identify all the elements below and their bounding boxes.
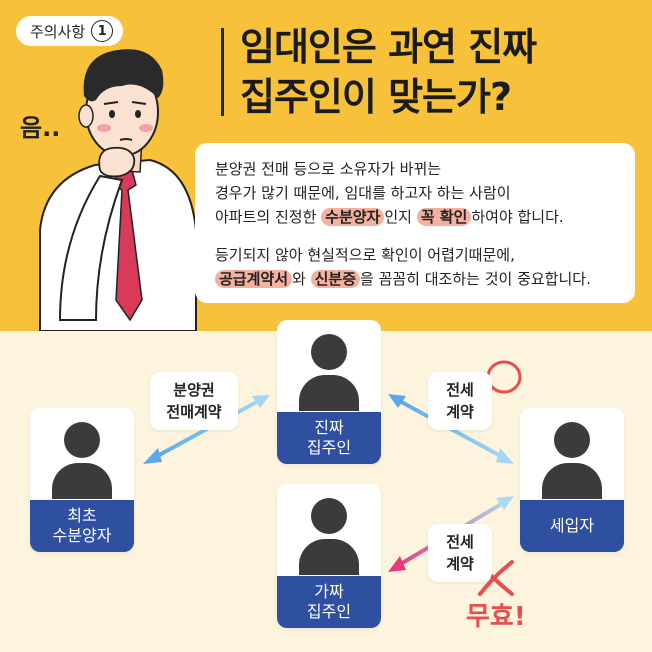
person-original-buyer: 최초 수분양자 xyxy=(30,408,134,552)
label-line1: 가짜 xyxy=(314,582,344,601)
notice-label: 주의사항 xyxy=(30,22,86,41)
label-line1: 세입자 xyxy=(549,516,595,535)
tag-line1: 전세 xyxy=(446,381,474,399)
notice-number: 1 xyxy=(91,20,114,42)
person-icon xyxy=(311,334,347,370)
title-divider xyxy=(221,28,224,116)
person-label: 진짜 집주인 xyxy=(277,412,381,464)
person-label: 가짜 집주인 xyxy=(277,576,381,628)
p2-mid: 와 xyxy=(292,270,311,288)
person-icon xyxy=(554,422,590,458)
notice-badge: 주의사항 1 xyxy=(16,16,124,46)
tag-line2: 계약 xyxy=(446,403,474,421)
person-label: 최초 수분양자 xyxy=(30,500,134,552)
tag-line2: 계약 xyxy=(446,555,474,573)
thinking-man-illustration xyxy=(39,49,197,331)
person-tenant: 세입자 xyxy=(520,408,624,552)
person-real-owner: 진짜 집주인 xyxy=(277,320,381,464)
highlight-buyer: 수분양자 xyxy=(321,208,385,226)
label-line2: 집주인 xyxy=(306,438,352,457)
thinking-text: 음.. xyxy=(20,114,61,142)
tag-line1: 전세 xyxy=(446,533,474,551)
p1-text-a: 아파트의 진정한 xyxy=(215,208,322,226)
highlight-id: 신분증 xyxy=(310,270,360,288)
p2-line1: 등기되지 않아 현실적으로 확인이 어렵기때문에, xyxy=(215,246,515,264)
person-body-icon xyxy=(299,539,359,575)
valid-circle-mark xyxy=(486,360,522,394)
person-icon xyxy=(64,422,100,458)
person-body-icon xyxy=(299,375,359,411)
person-body-icon xyxy=(52,463,112,499)
tag-lease-valid: 전세 계약 xyxy=(428,372,492,430)
title-line-2: 집주인이 맞는가? xyxy=(240,75,512,119)
person-fake-owner: 가짜 집주인 xyxy=(277,484,381,628)
invalid-label: 무효! xyxy=(466,602,526,632)
page-title: 임대인은 과연 진짜 집주인이 맞는가? xyxy=(240,22,537,122)
p2-end: 을 꼼꼼히 대조하는 것이 중요합니다. xyxy=(360,270,591,288)
tag-resale-contract: 분양권 전매계약 xyxy=(150,372,238,430)
p1-line2: 경우가 많기 때문에, 임대를 하고자 하는 사람이 xyxy=(215,184,511,202)
tag-line1: 분양권 xyxy=(173,381,215,399)
info-card: 분양권 전매 등으로 소유자가 바뀌는 경우가 많기 때문에, 임대를 하고자 … xyxy=(195,143,635,303)
highlight-check: 꼭 확인 xyxy=(416,208,472,226)
label-line1: 최초 xyxy=(67,506,97,525)
person-label: 세입자 xyxy=(520,500,624,552)
highlight-contract: 공급계약서 xyxy=(215,270,293,288)
person-icon xyxy=(311,498,347,534)
label-line2: 수분양자 xyxy=(52,526,112,545)
tag-lease-fake: 전세 계약 xyxy=(428,524,492,582)
person-body-icon xyxy=(542,463,602,499)
label-line1: 진짜 xyxy=(314,418,344,437)
label-line2: 집주인 xyxy=(306,602,352,621)
tag-line2: 전매계약 xyxy=(166,403,222,421)
p1-text-c: 하여야 합니다. xyxy=(471,208,564,226)
title-line-1: 임대인은 과연 진짜 xyxy=(240,25,537,69)
p1-line1: 분양권 전매 등으로 소유자가 바뀌는 xyxy=(215,160,442,178)
p1-text-b: 인지 xyxy=(384,208,417,226)
